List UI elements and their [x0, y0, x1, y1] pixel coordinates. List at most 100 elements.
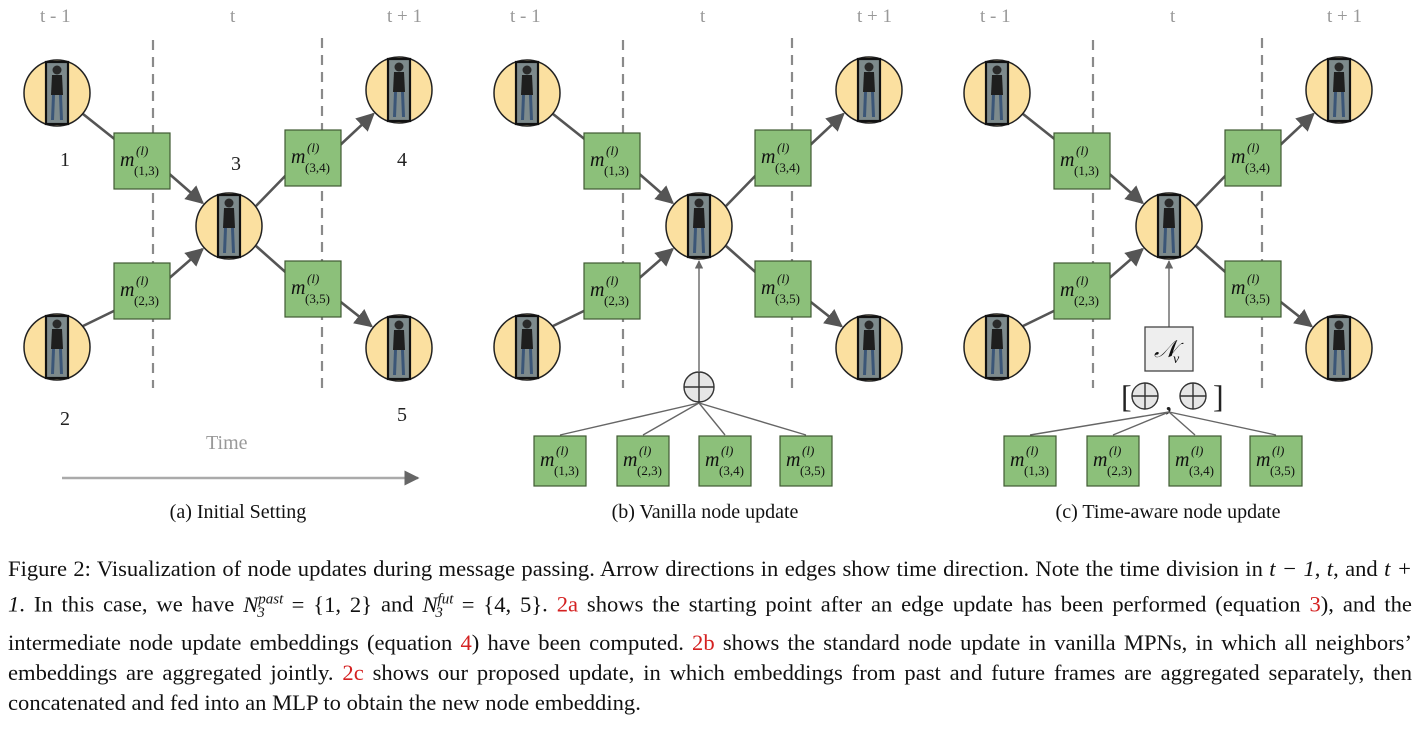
- svg-text:(3,5): (3,5): [1245, 291, 1270, 306]
- svg-text:m: m: [120, 149, 134, 171]
- svg-text:(l): (l): [307, 140, 319, 155]
- svg-text:(3,4): (3,4): [719, 463, 744, 478]
- svg-text:(l): (l): [1191, 443, 1203, 458]
- svg-text:(1,3): (1,3): [1074, 163, 1099, 178]
- svg-text:(1,3): (1,3): [604, 163, 629, 178]
- node-1: [493, 59, 561, 127]
- aggregated-message-2: m(l)(2,3): [1086, 435, 1140, 487]
- aggregated-message-1: m(l)(1,3): [1003, 435, 1057, 487]
- n3-fut: Nfut3: [422, 591, 454, 622]
- node-5: [365, 314, 433, 382]
- node-2: [23, 313, 91, 381]
- message-3-5: m(l)(3,5): [1224, 260, 1282, 318]
- ref-figure-2c[interactable]: 2c: [342, 660, 364, 686]
- svg-text:(l): (l): [1272, 443, 1284, 458]
- ref-equation-3[interactable]: 3: [1309, 591, 1321, 617]
- svg-text:(1,3): (1,3): [1024, 463, 1049, 478]
- svg-text:m: m: [1231, 146, 1245, 168]
- message-2-3: m(l)(2,3): [1053, 262, 1111, 320]
- message-3-4: m(l) (3,4): [284, 129, 342, 187]
- time-label-prev: t - 1: [40, 6, 71, 27]
- svg-text:(l): (l): [1076, 143, 1088, 158]
- svg-text:m: m: [761, 146, 775, 168]
- caption-label: Figure 2:: [8, 556, 91, 581]
- figure-caption: Figure 2: Visualization of node updates …: [8, 556, 1413, 716]
- message-2-3: m(l)(2,3): [113, 262, 171, 320]
- time-label-prev: t - 1: [980, 6, 1011, 27]
- time-axis-label: Time: [206, 432, 248, 454]
- svg-text:m: m: [1093, 449, 1107, 471]
- svg-text:m: m: [786, 449, 800, 471]
- svg-text:m: m: [705, 449, 719, 471]
- svg-text:m: m: [590, 149, 604, 171]
- svg-text:(1,3): (1,3): [554, 463, 579, 478]
- svg-text:(l): (l): [606, 143, 618, 158]
- svg-text:]: ]: [1213, 378, 1224, 414]
- svg-text:(3,5): (3,5): [1270, 463, 1295, 478]
- aggregated-message-4: m(l)(3,5): [1249, 435, 1303, 487]
- svg-text:(l): (l): [556, 443, 568, 458]
- svg-text:m: m: [623, 449, 637, 471]
- message-2-3: m(l)(2,3): [583, 262, 641, 320]
- svg-text:m: m: [1060, 149, 1074, 171]
- svg-text:[: [: [1121, 378, 1132, 414]
- svg-text:(l): (l): [1247, 271, 1259, 286]
- svg-text:(l): (l): [777, 140, 789, 155]
- message-3-5: m(l) (3,5): [754, 260, 812, 318]
- node-2: [963, 313, 1031, 381]
- node-2: [493, 313, 561, 381]
- svg-text:(2,3): (2,3): [604, 293, 629, 308]
- aggregated-message-4: m(l)(3,5): [779, 435, 833, 487]
- subfigure-caption-c: (c) Time-aware node update: [1056, 501, 1281, 523]
- time-label-next: t + 1: [1327, 6, 1362, 27]
- svg-text:(l): (l): [721, 443, 733, 458]
- svg-text:m: m: [1060, 279, 1074, 301]
- time-label-next: t + 1: [857, 6, 892, 27]
- svg-text:(3,4): (3,4): [1245, 160, 1270, 175]
- node-3: [1135, 192, 1203, 260]
- message-1-3: m(l) (1,3): [1053, 132, 1111, 190]
- message-3-5: m(l)(3,5): [284, 260, 342, 318]
- time-label-prev: t - 1: [510, 6, 541, 27]
- ref-figure-2b[interactable]: 2b: [692, 630, 715, 656]
- svg-text:(3,5): (3,5): [775, 291, 800, 306]
- svg-text:(l): (l): [777, 271, 789, 286]
- svg-text:(3,4): (3,4): [305, 160, 330, 175]
- node-3: [195, 192, 263, 260]
- mlp-box-nv: 𝒩v: [1144, 326, 1194, 372]
- svg-text:,: ,: [1165, 384, 1173, 417]
- ref-equation-4[interactable]: 4: [460, 630, 472, 656]
- message-3-4: m(l) (3,4): [754, 129, 812, 187]
- svg-text:m: m: [291, 146, 305, 168]
- node-label-1: 1: [60, 149, 70, 171]
- subfigure-caption-a: (a) Initial Setting: [170, 501, 307, 523]
- node-label-5: 5: [397, 404, 407, 426]
- node-label-2: 2: [60, 408, 70, 430]
- svg-text:m: m: [1175, 449, 1189, 471]
- svg-text:(l): (l): [606, 273, 618, 288]
- node-4: [365, 56, 433, 124]
- ref-figure-2a[interactable]: 2a: [556, 591, 579, 617]
- aggregated-message-3: m(l) (3,4): [698, 435, 752, 487]
- node-1: [963, 59, 1031, 127]
- svg-text:m: m: [120, 279, 134, 301]
- node-label-4: 4: [397, 149, 407, 171]
- svg-text:(2,3): (2,3): [637, 463, 662, 478]
- svg-text:m: m: [761, 277, 775, 299]
- subfigure-caption-b: (b) Vanilla node update: [612, 501, 799, 523]
- message-3-4: m(l)(3,4): [1224, 129, 1282, 187]
- svg-text:(l): (l): [802, 443, 814, 458]
- svg-text:(l): (l): [136, 273, 148, 288]
- svg-text:(l): (l): [136, 143, 148, 158]
- svg-text:m: m: [540, 449, 554, 471]
- time-label-curr: t: [230, 6, 236, 27]
- svg-text:(l): (l): [1076, 273, 1088, 288]
- node-3: [665, 192, 733, 260]
- svg-text:(3,4): (3,4): [775, 160, 800, 175]
- svg-text:(3,4): (3,4): [1189, 463, 1214, 478]
- node-5: [1305, 314, 1373, 382]
